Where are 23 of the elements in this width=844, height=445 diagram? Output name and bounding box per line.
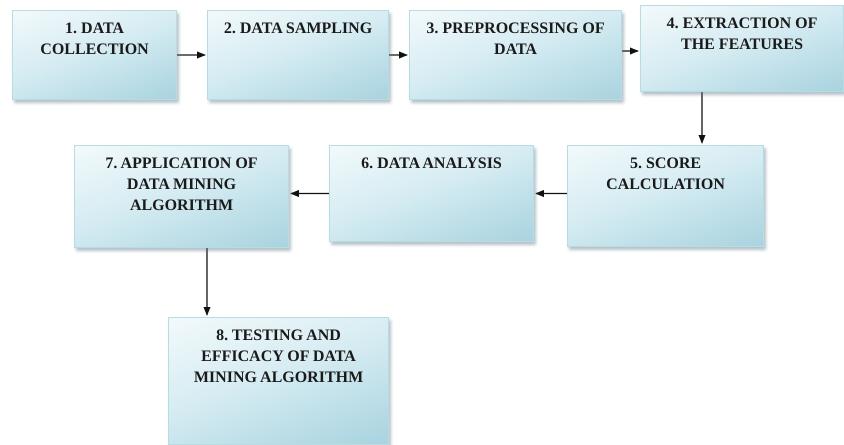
arrow xyxy=(535,190,567,198)
process-box xyxy=(207,10,389,100)
process-box xyxy=(409,10,622,100)
step-label: 8. TESTING AND EFFICACY OF DATA MINING ALGORITHM xyxy=(192,326,364,388)
arrow xyxy=(389,51,408,59)
arrow xyxy=(203,248,211,316)
step-label: 4. EXTRACTION OF THE FEATURES xyxy=(666,14,818,55)
step-label: 1. DATA COLLECTION xyxy=(39,19,150,60)
arrow xyxy=(290,190,329,198)
process-box xyxy=(329,145,534,242)
step-label: 7. APPLICATION OF DATA MINING ALGORITHM xyxy=(104,154,259,216)
arrow xyxy=(698,92,706,144)
arrow xyxy=(177,51,206,59)
step-label: 6. DATA ANALYSIS xyxy=(360,154,503,174)
process-box xyxy=(168,317,389,445)
step-label: 5. SCORE CALCULATION xyxy=(605,154,726,195)
step-label: 2. DATA SAMPLING xyxy=(222,19,374,39)
process-box xyxy=(640,5,844,92)
process-box xyxy=(12,10,177,100)
process-box xyxy=(567,145,764,247)
process-box xyxy=(74,145,289,248)
arrow xyxy=(622,47,639,55)
step-label: 3. PREPROCESSING OF DATA xyxy=(425,19,606,60)
